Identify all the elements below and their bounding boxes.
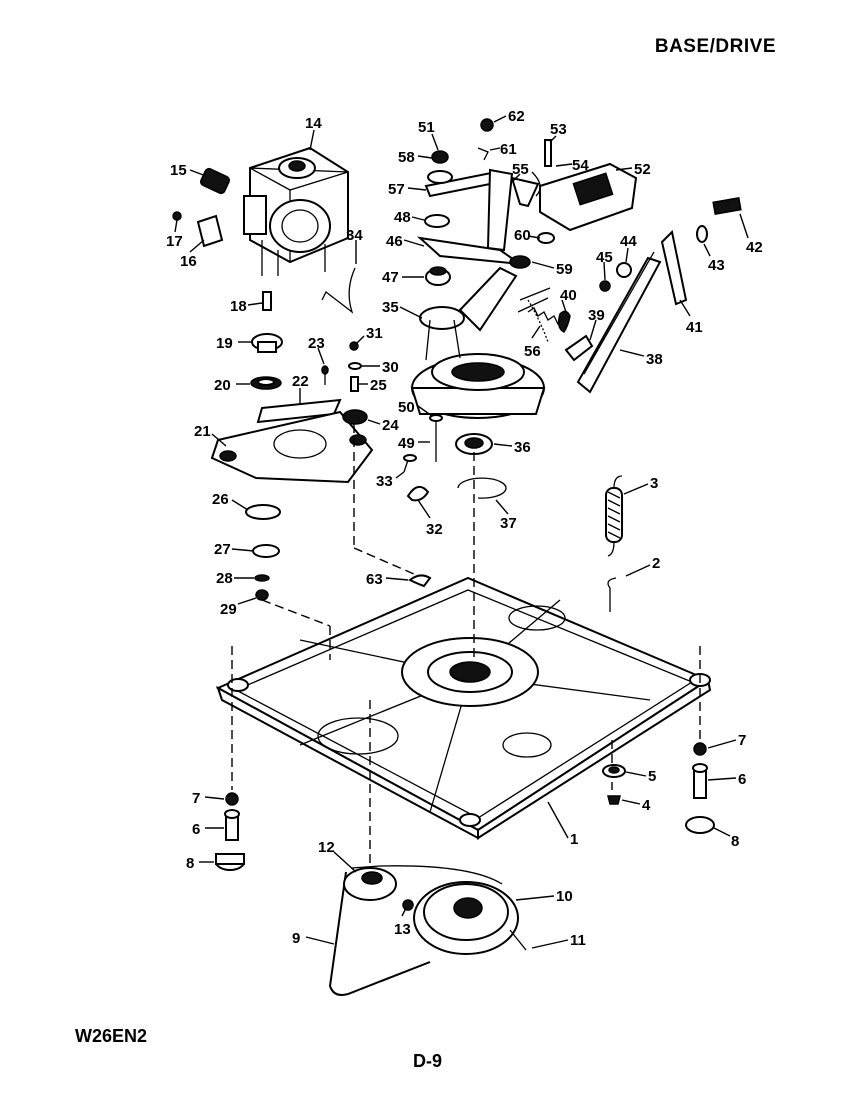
- callout-51: 51: [418, 119, 435, 136]
- callout-27: 27: [214, 541, 231, 558]
- leveling-foot-left: [215, 792, 245, 871]
- callout-15: 15: [170, 162, 187, 179]
- callout-40: 40: [560, 287, 577, 304]
- callout-12: 12: [318, 839, 335, 856]
- callout-42: 42: [746, 239, 763, 256]
- callout-59: 59: [556, 261, 573, 278]
- callout-3: 3: [650, 475, 658, 492]
- coupling-stack: [210, 291, 374, 601]
- base-plate: [215, 576, 712, 840]
- callout-47: 47: [382, 269, 399, 286]
- wire-rod: [321, 267, 356, 314]
- callout-26: 26: [212, 491, 229, 508]
- callout-43: 43: [708, 257, 725, 274]
- clip-part: [408, 574, 432, 588]
- callout-14: 14: [305, 115, 322, 132]
- callout-38: 38: [646, 351, 663, 368]
- bearing-parts: [403, 414, 507, 502]
- callout-62: 62: [508, 108, 525, 125]
- callout-11: 11: [570, 932, 586, 949]
- callout-4: 4: [642, 797, 651, 814]
- callout-7-right: 7: [738, 732, 746, 749]
- transmission-housing: [410, 266, 546, 419]
- callout-41: 41: [686, 319, 703, 336]
- callout-55: 55: [512, 161, 529, 178]
- callout-28: 28: [216, 570, 233, 587]
- callout-22: 22: [292, 373, 309, 390]
- callout-16: 16: [180, 253, 197, 270]
- tension-spring: [605, 475, 623, 612]
- callout-32: 32: [426, 521, 443, 538]
- callout-20: 20: [214, 377, 231, 394]
- callout-8-left: 8: [186, 855, 194, 872]
- callout-18: 18: [230, 298, 247, 315]
- callout-10: 10: [556, 888, 573, 905]
- section-title: BASE/DRIVE: [654, 36, 776, 57]
- linkage-upper: [416, 118, 742, 394]
- callout-44: 44: [620, 233, 637, 250]
- small-hardware-center: [321, 341, 368, 425]
- callouts: 1 2 3 4 5 6 6 7 7 8: [166, 108, 763, 949]
- motor-mount-parts: [172, 167, 231, 248]
- callout-56: 56: [524, 343, 541, 360]
- callout-17: 17: [166, 233, 183, 250]
- callout-19: 19: [216, 335, 233, 352]
- callout-29: 29: [220, 601, 237, 618]
- model-number: W26EN2: [75, 1026, 148, 1046]
- callout-52: 52: [634, 161, 651, 178]
- callout-34: 34: [346, 227, 363, 244]
- callout-6-left: 6: [192, 821, 200, 838]
- callout-8-right: 8: [731, 833, 739, 850]
- callout-6-right: 6: [738, 771, 746, 788]
- callout-37: 37: [500, 515, 517, 532]
- callout-25: 25: [370, 377, 387, 394]
- callout-46: 46: [386, 233, 403, 250]
- callout-48: 48: [394, 209, 411, 226]
- callout-21: 21: [194, 423, 211, 440]
- callout-30: 30: [382, 359, 399, 376]
- drive-belt-assembly: [328, 865, 527, 996]
- callout-57: 57: [388, 181, 405, 198]
- callout-35: 35: [382, 299, 399, 316]
- callout-5: 5: [648, 768, 656, 785]
- callout-54: 54: [572, 157, 589, 174]
- callout-58: 58: [398, 149, 415, 166]
- callout-2: 2: [652, 555, 660, 572]
- callout-9: 9: [292, 930, 300, 947]
- callout-24: 24: [382, 417, 399, 434]
- callout-33: 33: [376, 473, 393, 490]
- callout-45: 45: [596, 249, 613, 266]
- callout-50: 50: [398, 399, 415, 416]
- callout-53: 53: [550, 121, 567, 138]
- callout-7-left: 7: [192, 790, 200, 807]
- leveling-foot-right: [602, 742, 715, 834]
- callout-63: 63: [366, 571, 383, 588]
- callout-13: 13: [394, 921, 411, 938]
- callout-1: 1: [570, 831, 578, 848]
- motor: [243, 146, 349, 276]
- callout-39: 39: [588, 307, 605, 324]
- callout-23: 23: [308, 335, 325, 352]
- callout-49: 49: [398, 435, 415, 452]
- callout-61: 61: [500, 141, 517, 158]
- callout-60: 60: [514, 227, 531, 244]
- callout-36: 36: [514, 439, 531, 456]
- assembly-lines: [231, 424, 701, 870]
- page-code: D-9: [413, 1051, 443, 1071]
- callout-31: 31: [366, 325, 383, 342]
